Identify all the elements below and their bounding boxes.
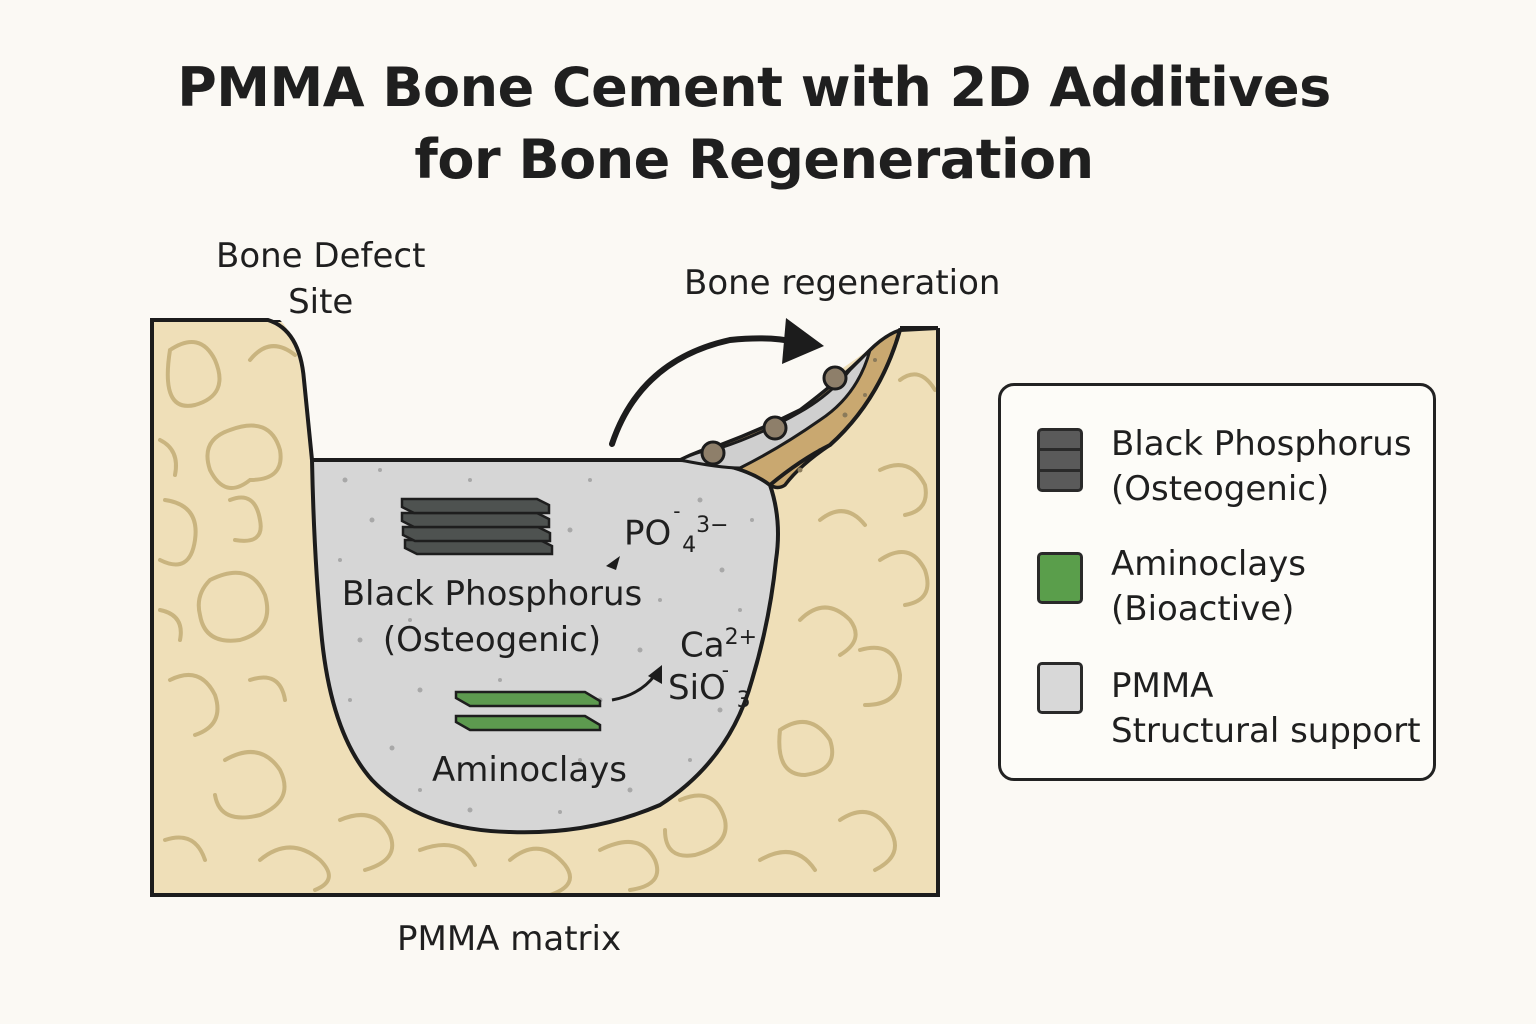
legend-label-pmma: PMMA Structural support [1111,664,1421,754]
title-line-1: PMMA Bone Cement with 2D Additives [177,56,1331,119]
trabecular-pattern [158,340,937,895]
bp-label-line-1: Black Phosphorus [341,574,643,614]
calcium-superscript: 2+ [724,625,758,650]
black-phosphorus-label: Black Phosphorus (Osteogenic) [336,571,648,663]
defect-site-line-2: Site [288,282,354,322]
aminoclay-sheets [454,690,602,732]
pmma-matrix-label: PMMA matrix [397,919,622,959]
black-phosphorus-flakes [400,497,554,556]
bp-label-line-2: (Osteogenic) [382,620,602,660]
curved-arrow-icon [609,335,798,447]
legend-pmma-line-1: PMMA [1111,666,1214,706]
arrowhead-icon [782,318,824,364]
phosphate-subscript: 4 [682,533,697,559]
silicate-base: SiO [668,668,726,708]
bone-regeneration-label: Bone regeneration [684,263,1001,303]
silicate-ion-label: SiO - 3 [668,658,751,721]
aminoclay-arrowhead-icon [648,665,662,684]
regeneration-arrow [609,318,824,447]
stacked-layers-icon [1037,428,1083,492]
legend: Black Phosphorus (Osteogenic) Aminoclays… [998,383,1436,781]
legend-bp-line-2: (Osteogenic) [1111,469,1330,509]
ion-release-arrows [606,556,662,702]
phosphate-charge-mark: - [673,499,681,524]
pmma-speckles [338,468,754,814]
cell-deposits [700,365,848,466]
phosphate-superscript: 3− [696,513,729,538]
diagram-title: PMMA Bone Cement with 2D Additives for B… [0,52,1508,196]
calcium-base: Ca [680,625,725,666]
legend-pmma-line-2: Structural support [1111,711,1421,751]
legend-bp-line-1: Black Phosphorus [1111,424,1412,464]
title-line-2: for Bone Regeneration [414,128,1094,191]
silicate-charge: - [721,658,730,682]
silicate-subscript: 3 [736,687,751,713]
legend-aminoclays-line-2: (Bioactive) [1111,589,1295,629]
calcium-ion-label: Ca2+ [680,618,757,665]
legend-label-aminoclays: Aminoclays (Bioactive) [1111,542,1306,632]
aminoclays-label: Aminoclays [432,750,627,790]
phosphate-base: PO [624,513,672,554]
legend-label-bp: Black Phosphorus (Osteogenic) [1111,422,1412,512]
new-bone-layer [675,326,939,490]
gray-square-icon [1037,662,1083,714]
defect-left-wall [152,318,314,461]
defect-site-label: Bone Defect Site [216,233,425,325]
defect-site-line-1: Bone Defect [216,236,426,276]
phosphate-arrow-icon [606,556,620,570]
green-square-icon [1037,552,1083,604]
phosphate-ion-label: PO - 43− [624,499,729,566]
legend-aminoclays-line-1: Aminoclays [1111,544,1306,584]
defect-opening [152,300,940,470]
